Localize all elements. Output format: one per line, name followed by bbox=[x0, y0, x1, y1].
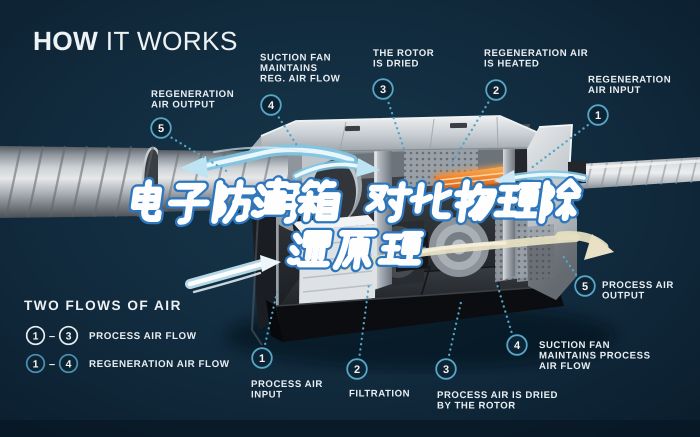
svg-text:1: 1 bbox=[33, 358, 39, 370]
svg-text:1: 1 bbox=[259, 353, 265, 365]
svg-text:4: 4 bbox=[66, 358, 72, 370]
svg-text:–: – bbox=[49, 331, 55, 343]
svg-text:3: 3 bbox=[66, 330, 72, 342]
svg-text:HOW IT WORKS: HOW IT WORKS bbox=[33, 26, 238, 56]
svg-text:4: 4 bbox=[514, 340, 521, 352]
svg-text:PROCESS AIR FLOW: PROCESS AIR FLOW bbox=[89, 331, 197, 342]
svg-text:1: 1 bbox=[33, 330, 39, 342]
svg-text:5: 5 bbox=[158, 123, 164, 135]
svg-text:TWO FLOWS OF AIR: TWO FLOWS OF AIR bbox=[24, 298, 182, 313]
svg-text:2: 2 bbox=[354, 364, 360, 376]
svg-text:1: 1 bbox=[595, 110, 601, 122]
svg-text:REGENERATION AIR FLOW: REGENERATION AIR FLOW bbox=[89, 359, 230, 370]
svg-text:3: 3 bbox=[380, 84, 386, 96]
svg-text:FILTRATION: FILTRATION bbox=[349, 389, 410, 400]
svg-text:4: 4 bbox=[268, 100, 275, 112]
svg-text:2: 2 bbox=[493, 85, 499, 97]
svg-text:5: 5 bbox=[582, 281, 588, 293]
svg-text:3: 3 bbox=[443, 364, 449, 376]
svg-text:–: – bbox=[49, 359, 55, 371]
